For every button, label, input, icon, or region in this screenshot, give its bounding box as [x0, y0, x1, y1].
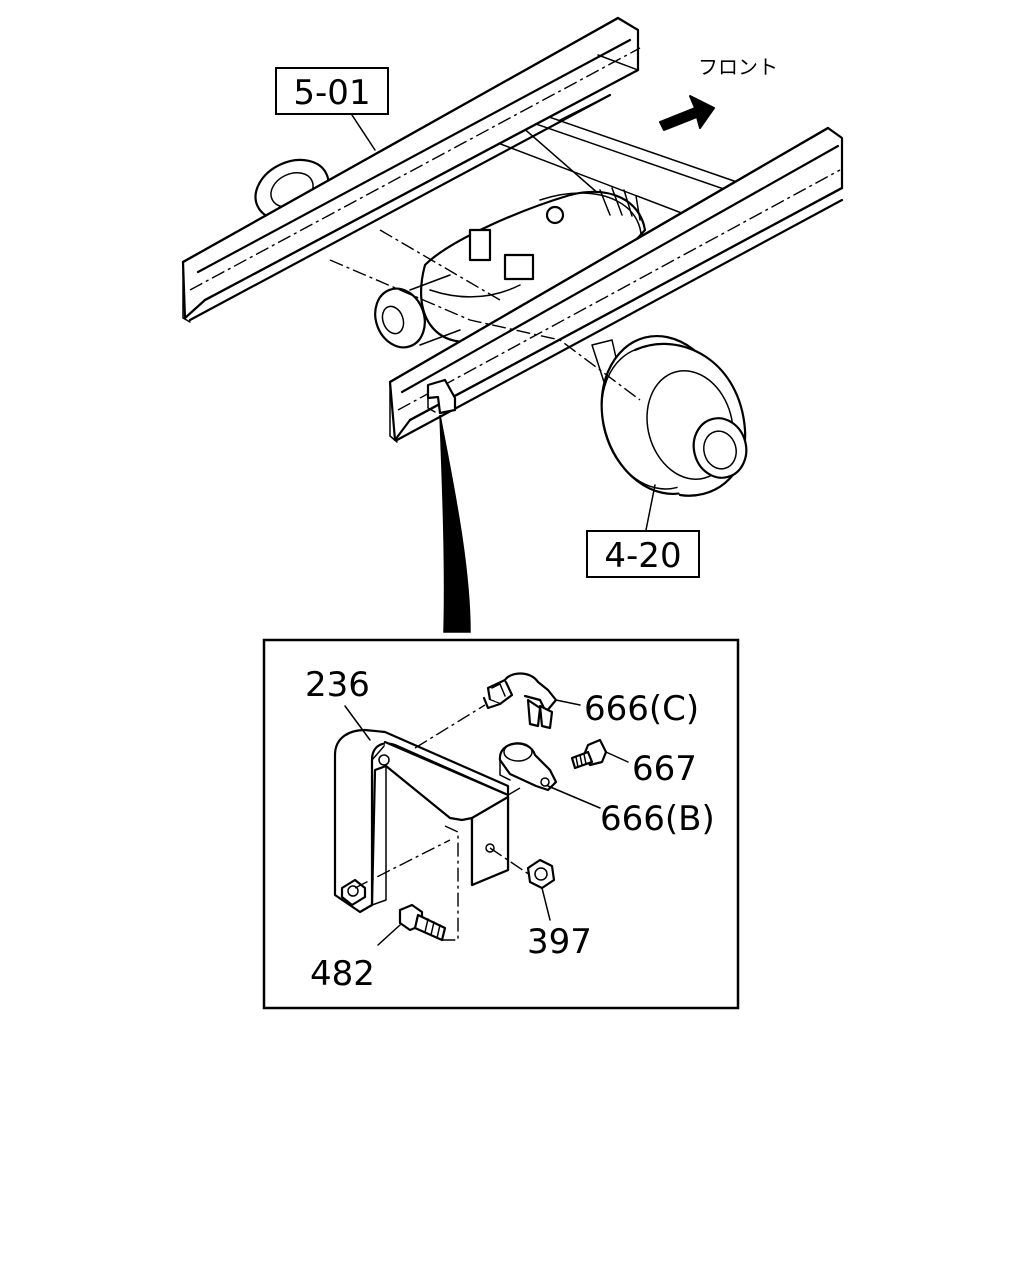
differential-housing: [419, 187, 647, 343]
assembly-line-397: [489, 847, 531, 876]
wheel-hub-drum: [591, 334, 748, 497]
bolt-482: [398, 903, 447, 942]
ref-label-4-20: 4-20: [604, 536, 681, 576]
callout-pointer: [439, 414, 471, 633]
assembly-line-482b: [440, 825, 459, 941]
nut-397: [526, 858, 556, 890]
axle-centerline: [329, 259, 641, 401]
part-label-482[interactable]: 482: [310, 954, 375, 994]
assembly-line-666b: [507, 787, 521, 796]
frame-rail-right: [388, 126, 844, 443]
leader-236: [344, 705, 371, 741]
ref-label-5-01: 5-01: [293, 73, 370, 113]
leader-666b: [547, 785, 601, 809]
bracket-236: [333, 728, 510, 914]
assembly-line-482: [354, 839, 451, 889]
front-label: フロント: [698, 55, 778, 79]
part-label-667[interactable]: 667: [632, 749, 697, 789]
bolt-667: [570, 738, 608, 770]
part-label-666b[interactable]: 666(B): [600, 799, 715, 839]
frame-rail-left: [181, 16, 641, 323]
leader-4-20: [644, 484, 656, 536]
leader-482: [377, 924, 401, 946]
leader-666c: [555, 699, 581, 706]
chassis-assembly: [181, 16, 844, 536]
assembly-line-c: [414, 704, 486, 749]
leader-667: [605, 751, 629, 763]
part-label-666c[interactable]: 666(C): [584, 689, 699, 729]
part-label-236[interactable]: 236: [305, 665, 370, 705]
clip-666c: [482, 672, 558, 730]
leader-397: [541, 887, 551, 921]
clamp-666b: [498, 742, 558, 792]
axle-centerline-2: [379, 229, 501, 301]
front-arrow-icon: [659, 95, 715, 131]
ref-box-4-20[interactable]: [586, 530, 700, 578]
ref-box-5-01[interactable]: [275, 67, 389, 115]
bracket-on-rail: [426, 378, 457, 415]
leader-5-01: [349, 111, 376, 151]
part-label-397[interactable]: 397: [527, 922, 592, 962]
axle-shaft-end-left: [374, 274, 461, 349]
